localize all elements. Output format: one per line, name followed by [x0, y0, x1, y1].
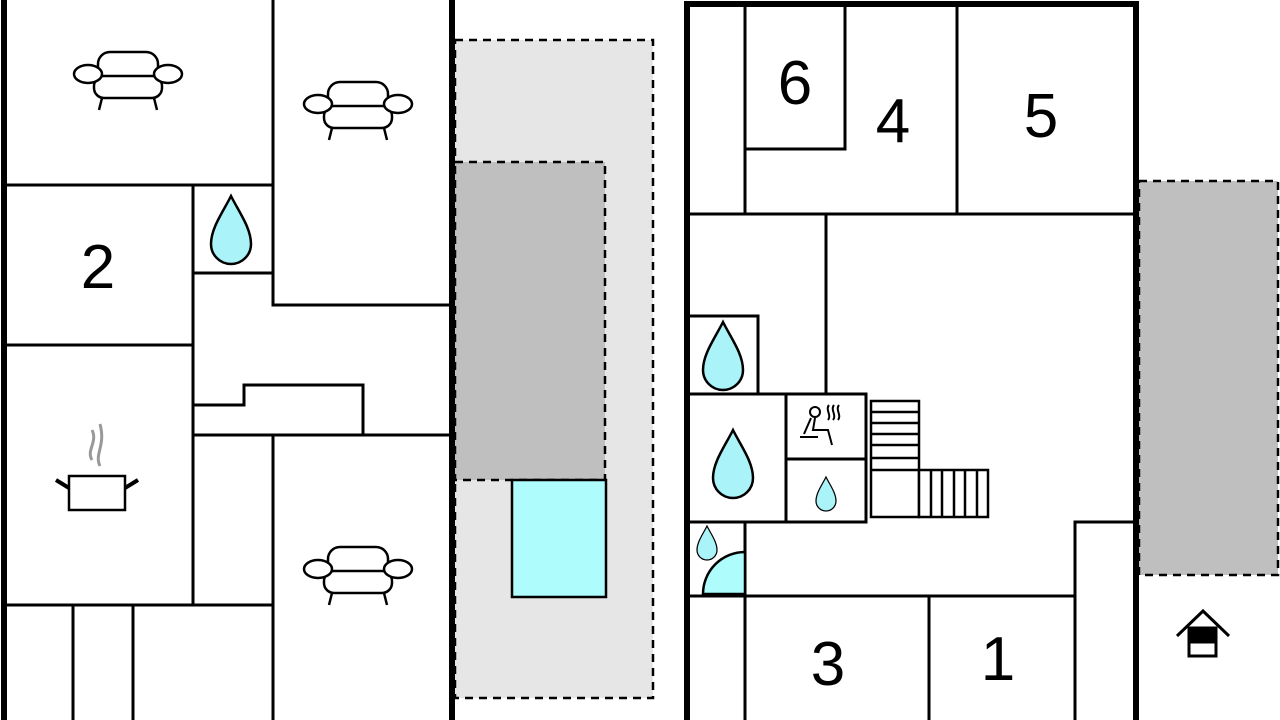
- shower-icon: [696, 525, 747, 596]
- stairs-icon: [869, 399, 990, 519]
- sofa-icon: [302, 80, 414, 142]
- room-number-2: 2: [81, 233, 115, 302]
- water-drop-icon: [701, 320, 745, 392]
- room-number-1: 1: [981, 625, 1015, 694]
- room-number-6: 6: [778, 49, 812, 118]
- room-number-5: 5: [1024, 82, 1058, 151]
- pool: [510, 478, 608, 599]
- sofa-icon: [72, 50, 184, 112]
- cooking-pot-icon: [54, 423, 140, 512]
- water-drop-icon: [209, 194, 253, 266]
- left-building: [1, 0, 455, 720]
- right-building: [684, 1, 1139, 720]
- room-number-4: 4: [876, 87, 910, 156]
- sofa-icon: [302, 545, 414, 607]
- sauna-icon: [800, 404, 841, 446]
- water-drop-icon: [711, 428, 755, 500]
- water-drop-icon: [815, 476, 837, 512]
- deck-area: [453, 160, 607, 482]
- right-deck-area: [1137, 179, 1280, 577]
- room-number-3: 3: [811, 630, 845, 699]
- house-icon: [1175, 608, 1231, 658]
